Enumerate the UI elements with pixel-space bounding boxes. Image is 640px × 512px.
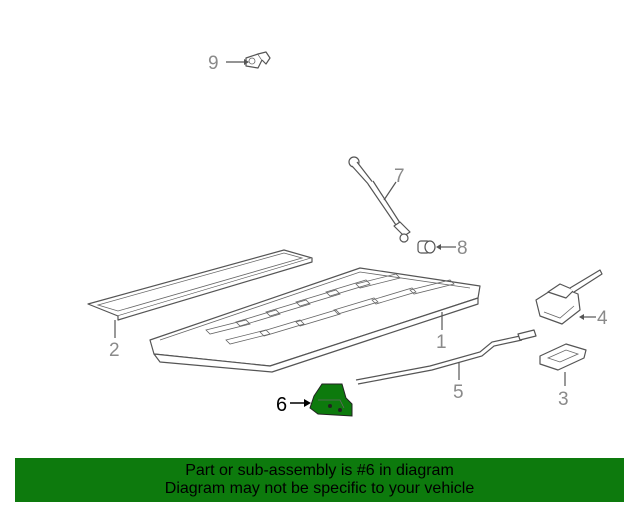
- callout-3: 3: [558, 389, 569, 410]
- callout-5: 5: [453, 382, 464, 403]
- arrow-4: [579, 314, 584, 320]
- arrow-6: [304, 399, 311, 407]
- banner-line-1: Part or sub-assembly is #6 in diagram: [185, 462, 454, 479]
- tailgate-ribs: [205, 273, 455, 345]
- part-3-bracket: [539, 343, 587, 371]
- leader-7: [383, 181, 397, 201]
- part-5-cable: [355, 329, 537, 385]
- part-6-hole: [328, 404, 332, 408]
- part-8-bumper: [417, 240, 436, 254]
- part-7-rod: [348, 156, 411, 243]
- callout-6: 6: [276, 394, 287, 416]
- callout-9: 9: [208, 53, 219, 74]
- callout-8: 8: [457, 238, 468, 259]
- part-9-clip: [245, 51, 271, 69]
- banner-line-2: Diagram may not be specific to your vehi…: [164, 480, 475, 497]
- part-4-latch: [535, 269, 603, 325]
- parts-diagram: 9 7 8 2: [87, 51, 608, 417]
- arrow-8: [436, 244, 441, 250]
- arrow-9: [244, 59, 249, 65]
- part-6-hole: [338, 408, 342, 412]
- callout-4: 4: [597, 308, 608, 329]
- part-2-panel: [87, 249, 313, 321]
- callout-2: 2: [109, 340, 120, 361]
- info-banner: Part or sub-assembly is #6 in diagram Di…: [15, 458, 624, 502]
- part-6-hinge: [309, 383, 353, 417]
- part-1-tailgate: [149, 267, 481, 373]
- callout-7: 7: [394, 166, 405, 187]
- callout-1: 1: [436, 332, 447, 353]
